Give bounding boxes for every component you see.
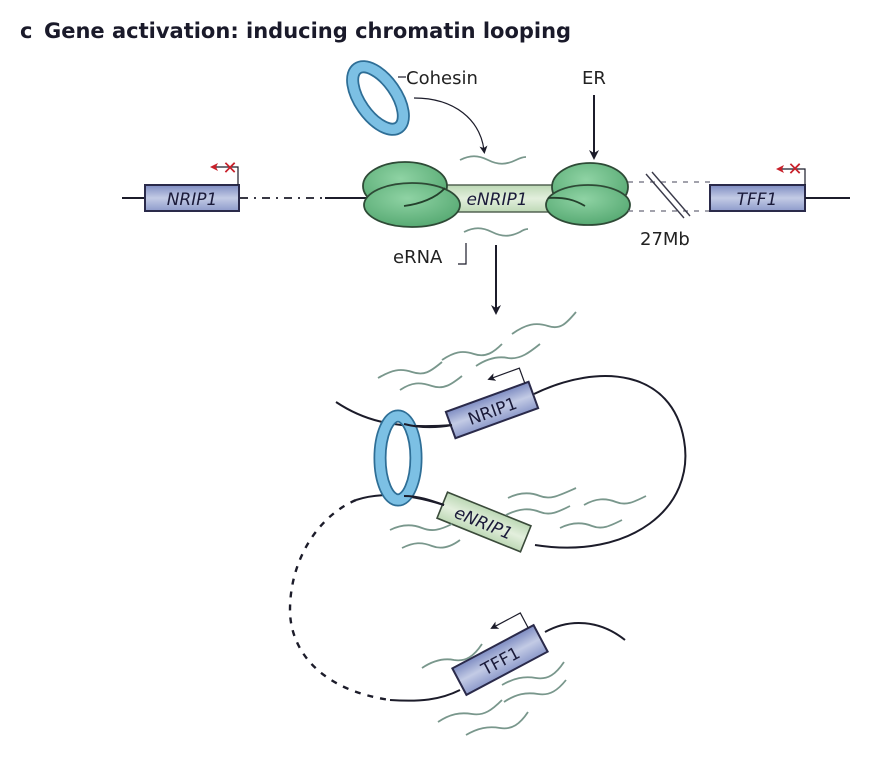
cohesin-recruit-arrow xyxy=(413,97,488,154)
erna-transcript xyxy=(463,227,529,237)
er-protein-right xyxy=(545,162,631,226)
er-label: ER xyxy=(582,68,606,89)
blocked-x-icon: ✕ xyxy=(787,159,802,180)
rna-transcript xyxy=(507,487,577,499)
dna-gap-dashed xyxy=(288,498,391,702)
rna-transcript xyxy=(441,343,503,361)
break-mark xyxy=(651,171,691,217)
rna-transcript xyxy=(511,311,577,335)
gene-tff1-top: TFF1 ✕ xyxy=(709,159,806,212)
dna-loop xyxy=(533,375,687,549)
panel-title: c Gene activation: inducing chromatin lo… xyxy=(20,19,571,43)
bottom-looped-state: NRIP1 eNRIP1 xyxy=(288,311,687,736)
gene-nrip1-loop: NRIP1 xyxy=(444,367,540,440)
rna-transcript xyxy=(583,495,647,506)
enrip1-transcripts xyxy=(389,487,647,549)
rna-transcript xyxy=(389,523,453,531)
rna-transcript xyxy=(421,643,483,669)
erna-pointer xyxy=(458,243,467,265)
rna-transcript xyxy=(559,519,623,529)
gene-tff1-loop: TFF1 xyxy=(450,612,550,697)
enhancer-enrip1-loop: eNRIP1 xyxy=(435,491,533,553)
gene-box xyxy=(450,623,550,697)
tss-arrow-icon xyxy=(210,163,239,185)
rna-transcript xyxy=(437,699,503,723)
panel-title-text: Gene activation: inducing chromatin loop… xyxy=(44,19,571,43)
rna-transcript xyxy=(503,679,567,703)
rna-transcript xyxy=(377,361,443,379)
cohesin-ring-loop-icon xyxy=(373,409,423,507)
erna-transcript xyxy=(459,155,527,165)
tff1-transcripts xyxy=(421,643,567,736)
rna-transcript xyxy=(505,505,571,516)
cohesin-ring-icon xyxy=(346,60,410,136)
erna-label: eRNA xyxy=(393,247,443,268)
blocked-x-icon: ✕ xyxy=(222,158,237,179)
distance-label: 27Mb xyxy=(640,229,690,250)
nrip1-transcripts xyxy=(377,311,577,391)
break-mark xyxy=(645,173,685,219)
rna-transcript xyxy=(401,539,461,549)
er-protein-left xyxy=(362,161,461,228)
dna-strand xyxy=(389,689,461,702)
enhancer-label-enrip1: eNRIP1 xyxy=(466,190,527,210)
gene-box xyxy=(144,184,240,212)
rna-transcript xyxy=(475,343,541,367)
dna-strand xyxy=(544,622,626,641)
dna-strand xyxy=(403,495,445,506)
rna-transcript xyxy=(501,661,565,686)
gene-label-tff1: TFF1 xyxy=(737,190,778,210)
cohesin-label: Cohesin xyxy=(406,68,478,89)
rna-transcript xyxy=(399,375,463,391)
tss-arrow-icon xyxy=(490,612,529,629)
top-linear-state: NRIP1 ✕ eNRIP1 27Mb xyxy=(122,60,850,315)
tss-arrow-icon xyxy=(776,165,806,185)
dna-strand xyxy=(335,401,453,428)
gene-nrip1-top: NRIP1 ✕ xyxy=(144,158,240,212)
dna-strand xyxy=(403,423,453,429)
rna-transcript xyxy=(465,711,529,736)
gene-label-nrip1: NRIP1 xyxy=(167,190,218,210)
tss-arrow-icon xyxy=(487,367,526,384)
panel-letter: c xyxy=(20,19,32,43)
